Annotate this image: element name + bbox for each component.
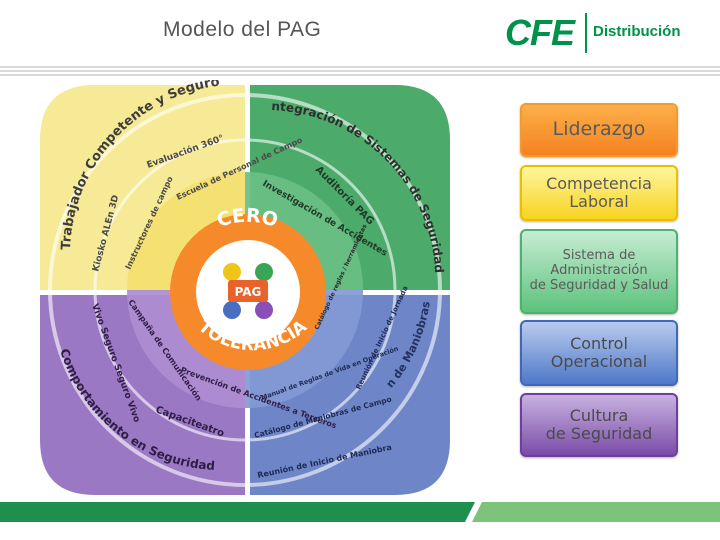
header-stripes [0,66,720,80]
pag-model-wheel: PAG CERO TOLERANCIA Trabajador Competent… [0,80,450,495]
page-title: Modelo del PAG [163,18,322,41]
pillar-competencia-laboral: Competencia Laboral [520,165,678,221]
logo-brand: CFE [505,12,575,53]
pillar-cultura-seguridad: Cultura de Seguridad [520,393,678,457]
logo-divider [585,13,587,53]
cfe-logo: CFE Distribución [505,10,710,58]
pillar-sistema-administracion: Sistema de Administración de Seguridad y… [520,229,678,314]
pillar-control-operacional: Control Operacional [520,320,678,386]
pag-logo-text: PAG [235,285,262,299]
pillar-liderazgo: Liderazgo [520,103,678,157]
logo-text: Distribución [593,23,681,40]
footer-bar [0,502,720,540]
pag-logo: PAG [223,263,273,319]
